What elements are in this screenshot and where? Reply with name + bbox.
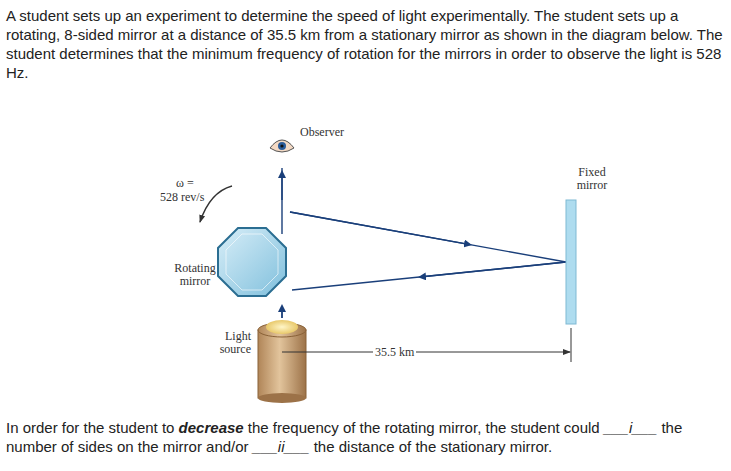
answer-blank: ___i___ bbox=[604, 419, 657, 436]
prompt-fragment: the distance of the stationary mirror. bbox=[314, 438, 552, 455]
question-text: A student sets up an experiment to deter… bbox=[6, 6, 724, 82]
prompt-text: In order for the student to decrease the… bbox=[6, 418, 724, 456]
rotation-arrow bbox=[200, 186, 232, 222]
mirror-highlight bbox=[226, 234, 278, 290]
prompt-fragment: In order for the student to bbox=[6, 419, 174, 436]
light-source bbox=[258, 320, 306, 403]
light-beam bbox=[282, 168, 566, 318]
emphasis-word: decrease bbox=[179, 419, 244, 436]
answer-blank: ___ii___ bbox=[253, 438, 310, 455]
observer-eye bbox=[270, 140, 294, 152]
distance-label: 35.5 km bbox=[373, 346, 416, 359]
rate-label: 528 rev/s bbox=[160, 191, 204, 204]
dimension-line bbox=[282, 328, 571, 362]
fixed-mirror bbox=[566, 200, 576, 324]
light-source-label: Light source bbox=[205, 330, 251, 356]
observer-label: Observer bbox=[300, 126, 344, 139]
prompt-fragment: the frequency of the rotating mirror, th… bbox=[248, 419, 600, 436]
rotating-mirror-label: Rotating mirror bbox=[170, 262, 220, 288]
omega-label: ω = bbox=[176, 177, 194, 190]
fixed-mirror-label: Fixed mirror bbox=[566, 166, 618, 192]
rotating-mirror bbox=[218, 228, 286, 296]
